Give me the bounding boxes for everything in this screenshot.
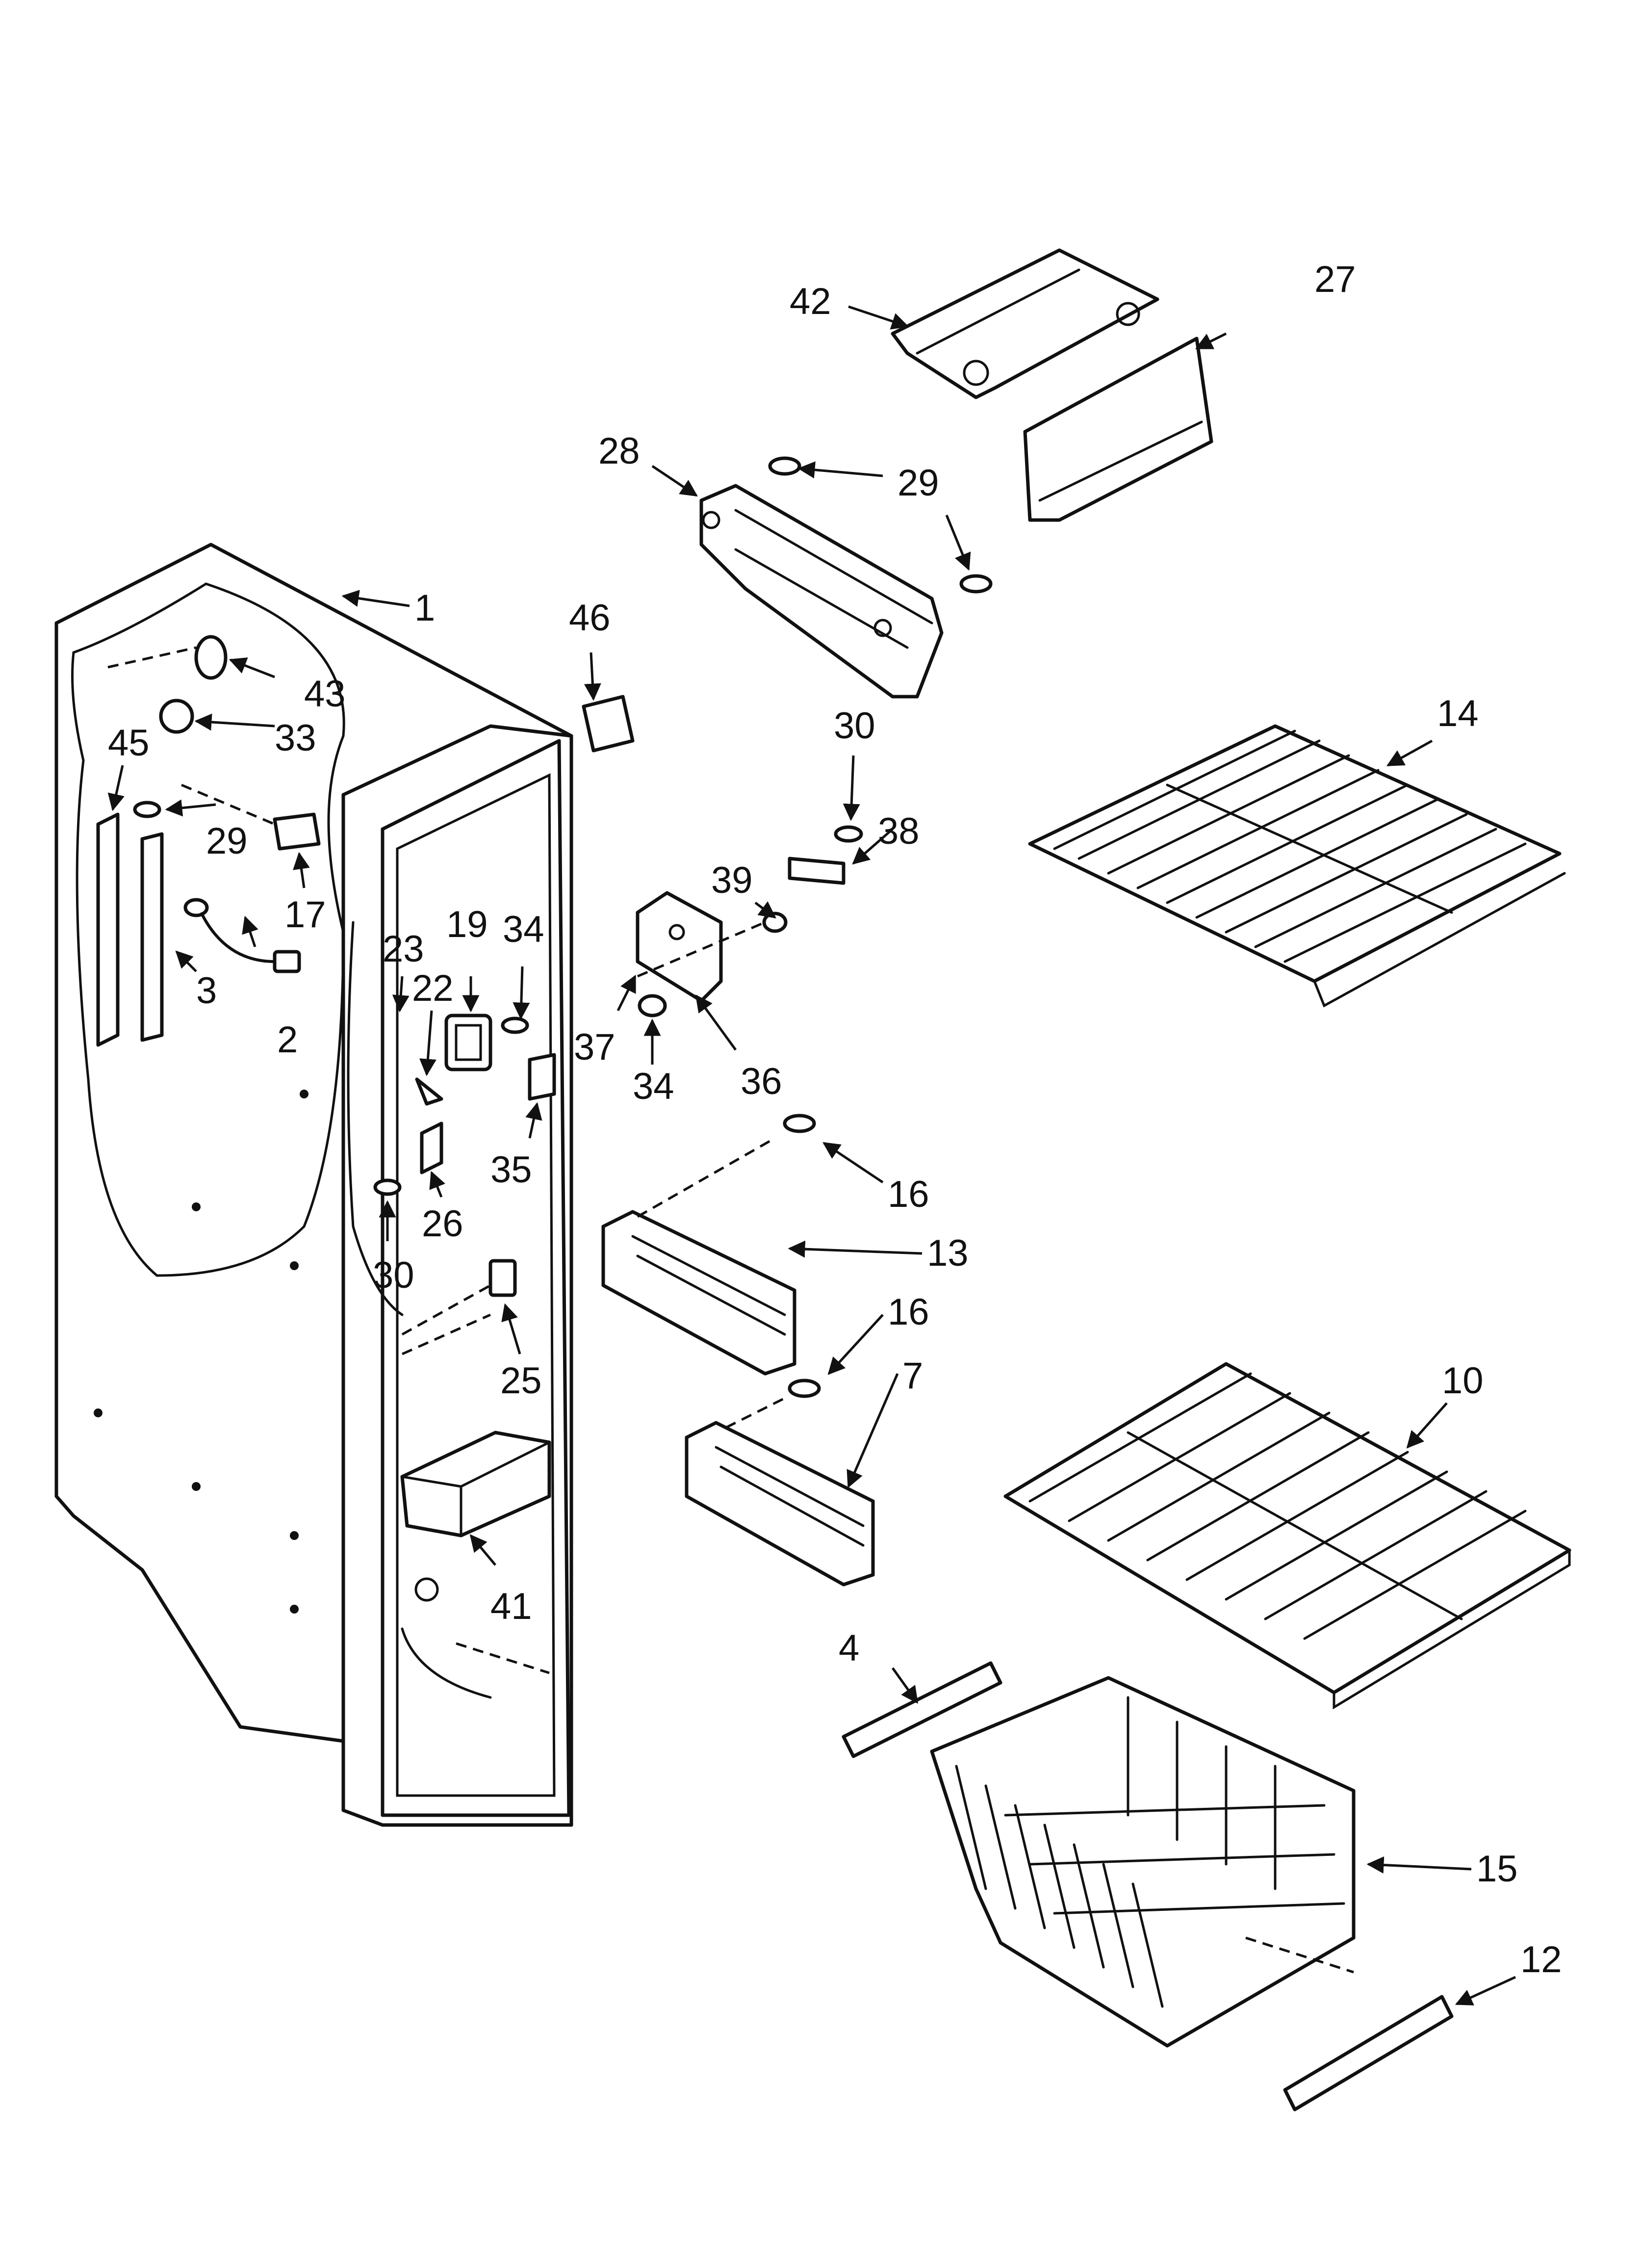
callout-19: 19 — [446, 904, 488, 945]
callout-7: 7 — [902, 1355, 923, 1397]
callout-35: 35 — [490, 1149, 532, 1191]
callout-42: 42 — [790, 281, 831, 322]
callout-30a: 30 — [834, 705, 875, 747]
basket-handle-12 — [1283, 1995, 1454, 2112]
callout-45: 45 — [108, 722, 150, 764]
callout-17: 17 — [284, 894, 326, 936]
callout-34a: 34 — [503, 909, 544, 950]
callout-29a: 29 — [898, 462, 939, 504]
hinge-cover-42 — [891, 248, 1159, 399]
air-diffuser-28 — [699, 484, 944, 699]
callout-28: 28 — [598, 430, 640, 472]
callout-3: 3 — [196, 970, 217, 1012]
callout-30b: 30 — [373, 1254, 414, 1296]
wire-shelf-10 — [1003, 1362, 1571, 1710]
callout-27: 27 — [1314, 259, 1356, 300]
callout-29b: 29 — [206, 820, 248, 862]
callout-33: 33 — [275, 717, 316, 759]
fan-shroud-36 — [636, 891, 788, 1017]
screw-29-top — [768, 456, 993, 594]
callout-10: 10 — [1442, 1360, 1484, 1402]
light-socket — [107, 635, 228, 734]
callout-2: 2 — [277, 1019, 298, 1061]
callout-16b: 16 — [888, 1291, 929, 1333]
callout-15: 15 — [1476, 1848, 1518, 1890]
callout-14: 14 — [1437, 693, 1479, 734]
shelf-support-13 — [601, 1114, 816, 1376]
switch-25 — [401, 1259, 517, 1336]
control-bracket-19 — [396, 980, 529, 1106]
callout-39: 39 — [711, 860, 753, 901]
freezer-basket-15 — [930, 1676, 1356, 2048]
callout-22: 22 — [412, 967, 454, 1009]
wire-shelf-14 — [1028, 724, 1566, 1008]
callout-38: 38 — [878, 810, 920, 852]
clip-17 — [181, 783, 321, 851]
callout-1: 1 — [414, 587, 435, 629]
callout-41: 41 — [490, 1586, 532, 1627]
callout-12: 12 — [1520, 1939, 1562, 1981]
cover-27 — [1023, 337, 1213, 522]
wire-harness — [183, 898, 301, 973]
sensor-38 — [788, 825, 863, 885]
cover-41 — [400, 1431, 551, 1538]
callout-43: 43 — [304, 673, 346, 715]
callout-16a: 16 — [888, 1173, 929, 1215]
clip-46 — [582, 695, 635, 753]
callout-25: 25 — [500, 1360, 542, 1402]
callout-23: 23 — [383, 928, 424, 970]
relay-26 — [373, 1121, 443, 1196]
callout-34b: 34 — [633, 1066, 674, 1107]
bracket-35 — [528, 1053, 556, 1101]
callout-37: 37 — [574, 1026, 616, 1068]
leader-lines — [107, 305, 1516, 2006]
callout-46: 46 — [569, 597, 611, 639]
shelf-support-7 — [685, 1379, 875, 1587]
callout-13: 13 — [927, 1232, 969, 1274]
callout-4: 4 — [839, 1627, 859, 1669]
callout-26: 26 — [422, 1203, 463, 1245]
shelf-rail — [96, 812, 164, 1047]
screw-29-left — [133, 801, 161, 818]
callout-36: 36 — [741, 1061, 782, 1102]
callout-labels: 1 2 3 4 7 10 12 13 14 15 16 16 17 19 22 … — [108, 259, 1562, 1981]
bracket-4 — [842, 1661, 1002, 1758]
